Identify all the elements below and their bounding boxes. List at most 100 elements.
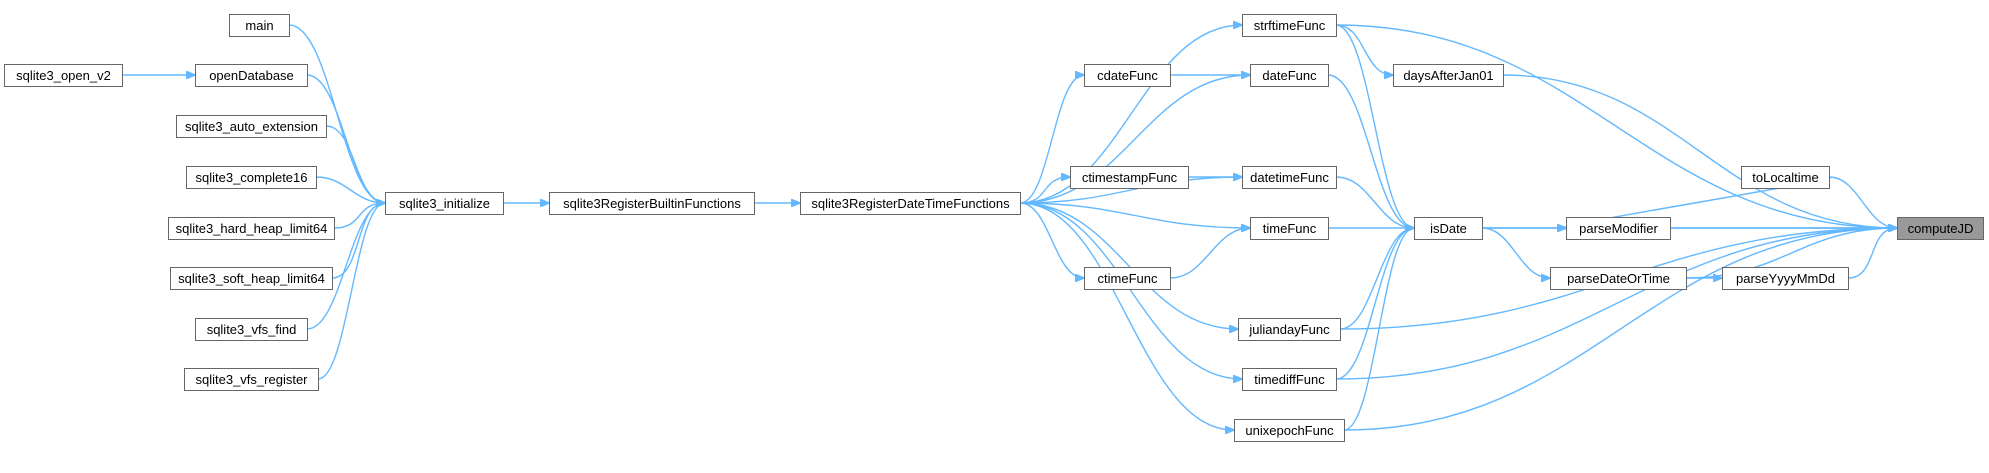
node-label: timeFunc (1263, 221, 1317, 236)
node-sqlite3-open-v2[interactable]: sqlite3_open_v2 (4, 64, 123, 87)
node-date-func[interactable]: dateFunc (1250, 64, 1329, 87)
node-box (1393, 64, 1504, 87)
edge-line (1481, 227, 1550, 278)
node-label: parseDateOrTime (1567, 271, 1670, 286)
edge-julianday-func-to-is-date (1339, 228, 1414, 330)
node-sqlite3-vfs-register[interactable]: sqlite3_vfs_register (184, 368, 319, 391)
node-box (1550, 267, 1687, 290)
edge-line (1019, 177, 1242, 204)
edge-line (1339, 228, 1414, 330)
node-ctime-func[interactable]: ctimeFunc (1084, 267, 1171, 290)
node-label: sqlite3_complete16 (195, 170, 307, 185)
node-box (1897, 217, 1984, 240)
nodes-layer: main sqlite3_open_v2 openDatabase sqlite3_a… (4, 14, 1984, 442)
node-label: juliandayFunc (1248, 322, 1330, 337)
edge-line (1335, 24, 1393, 75)
node-sqlite3-auto-extension[interactable]: sqlite3_auto_extension (176, 115, 327, 138)
node-open-database[interactable]: openDatabase (195, 64, 308, 87)
node-label: ctimeFunc (1098, 271, 1158, 286)
edge-line (1019, 75, 1084, 204)
node-box (1242, 14, 1337, 37)
edge-is-date-to-parse-date-or-time (1481, 227, 1550, 278)
node-timediff-func[interactable]: timediffFunc (1242, 368, 1337, 391)
edge-sqlite3-register-date-time-functions-to-strftime-func (1019, 25, 1242, 204)
edge-line (1019, 202, 1250, 228)
node-label: sqlite3RegisterBuiltinFunctions (563, 196, 741, 211)
node-days-after-jan01[interactable]: daysAfterJan01 (1393, 64, 1504, 87)
node-label: strftimeFunc (1254, 18, 1326, 33)
edge-unixepoch-func-to-is-date (1343, 228, 1414, 431)
node-box (195, 318, 308, 341)
node-label: timediffFunc (1254, 372, 1325, 387)
node-sqlite3-complete16[interactable]: sqlite3_complete16 (186, 166, 317, 189)
node-sqlite3-vfs-find[interactable]: sqlite3_vfs_find (195, 318, 308, 341)
node-box (1238, 318, 1341, 341)
edge-line (1335, 24, 1414, 228)
node-cdate-func[interactable]: cdateFunc (1084, 64, 1171, 87)
edge-line (1828, 176, 1897, 228)
node-box (1741, 166, 1830, 189)
node-sqlite3-register-builtin-functions[interactable]: sqlite3RegisterBuiltinFunctions (549, 192, 755, 215)
edge-ctime-func-to-time-func (1169, 228, 1250, 279)
node-box (1566, 217, 1671, 240)
node-label: sqlite3_initialize (399, 196, 490, 211)
edge-sqlite3-vfs-find-to-sqlite3-initialize (306, 203, 385, 330)
node-label: sqlite3RegisterDateTimeFunctions (811, 196, 1010, 211)
node-ctimestamp-func[interactable]: ctimestampFunc (1070, 166, 1189, 189)
node-strftime-func[interactable]: strftimeFunc (1242, 14, 1337, 37)
edge-line (1019, 202, 1084, 278)
node-time-func[interactable]: timeFunc (1250, 217, 1329, 240)
node-box (800, 192, 1021, 215)
edge-sqlite3-register-date-time-functions-to-ctime-func (1019, 202, 1084, 278)
edge-sqlite3-register-date-time-functions-to-cdate-func (1019, 75, 1084, 204)
edge-parse-yyyy-mm-dd-to-compute-jd (1847, 228, 1897, 279)
node-label: toLocaltime (1752, 170, 1818, 185)
node-parse-yyyy-mm-dd[interactable]: parseYyyyMmDd (1722, 267, 1849, 290)
edge-line (317, 203, 385, 380)
edge-line (1019, 202, 1234, 430)
node-box (229, 14, 290, 37)
node-parse-date-or-time[interactable]: parseDateOrTime (1550, 267, 1687, 290)
node-to-localtime[interactable]: toLocaltime (1741, 166, 1830, 189)
edge-line (1502, 74, 1897, 228)
node-box (1250, 64, 1329, 87)
edge-line (306, 74, 385, 203)
edge-line (331, 203, 385, 279)
edge-open-database-to-sqlite3-initialize (306, 74, 385, 203)
edge-line (1343, 228, 1414, 431)
node-label: sqlite3_auto_extension (185, 119, 318, 134)
node-main[interactable]: main (229, 14, 290, 37)
node-sqlite3-register-date-time-functions[interactable]: sqlite3RegisterDateTimeFunctions (800, 192, 1021, 215)
edge-sqlite3-register-date-time-functions-to-ctimestamp-func (1019, 177, 1070, 204)
node-label: isDate (1430, 221, 1467, 236)
edge-line (1019, 75, 1250, 204)
node-julianday-func[interactable]: juliandayFunc (1238, 318, 1341, 341)
node-box (385, 192, 504, 215)
node-parse-modifier[interactable]: parseModifier (1566, 217, 1671, 240)
node-datetime-func[interactable]: datetimeFunc (1242, 166, 1337, 189)
node-unixepoch-func[interactable]: unixepochFunc (1234, 419, 1345, 442)
edge-line (1169, 228, 1250, 279)
edge-line (1327, 74, 1414, 228)
edge-line (1847, 228, 1897, 279)
edge-line (1335, 176, 1414, 228)
edge-sqlite3-register-date-time-functions-to-time-func (1019, 202, 1250, 228)
node-label: computeJD (1908, 221, 1974, 236)
node-sqlite3-initialize[interactable]: sqlite3_initialize (385, 192, 504, 215)
edge-timediff-func-to-is-date (1335, 228, 1414, 380)
edge-line (325, 125, 385, 203)
node-label: main (245, 18, 273, 33)
node-sqlite3-soft-heap-limit64[interactable]: sqlite3_soft_heap_limit64 (170, 267, 333, 290)
node-box (1084, 64, 1171, 87)
node-box (4, 64, 123, 87)
node-compute-jd[interactable]: computeJD (1897, 217, 1984, 240)
edge-strftime-func-to-is-date (1335, 24, 1414, 228)
edge-unixepoch-func-to-compute-jd (1343, 228, 1897, 431)
node-box (549, 192, 755, 215)
node-box (1722, 267, 1849, 290)
node-is-date[interactable]: isDate (1414, 217, 1483, 240)
node-sqlite3-hard-heap-limit64[interactable]: sqlite3_hard_heap_limit64 (168, 217, 335, 240)
node-box (1084, 267, 1171, 290)
node-box (1414, 217, 1483, 240)
